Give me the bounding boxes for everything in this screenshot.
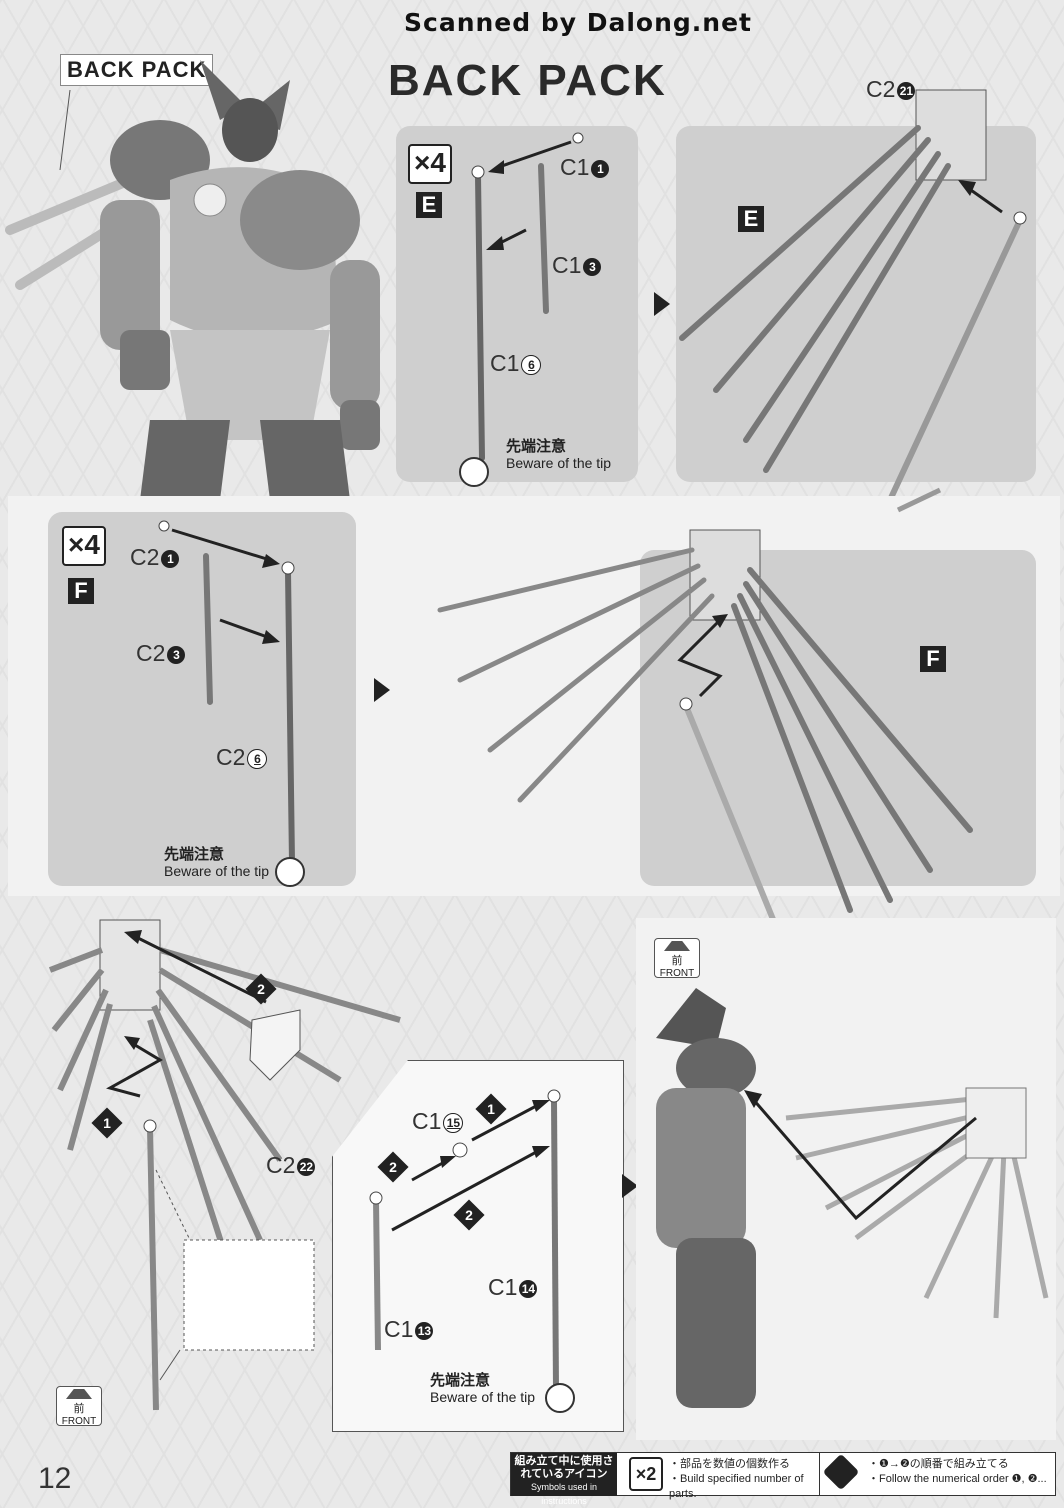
callout-label: BACK PACK xyxy=(60,54,214,86)
step-f-result-letter: F xyxy=(920,646,946,672)
step-e-parts-diagram xyxy=(459,132,584,487)
final-left-diagram xyxy=(48,919,401,1411)
detail-seq-badge-2b: 2 xyxy=(453,1199,485,1231)
front-arrow-icon xyxy=(66,1389,92,1399)
section-title: BACK PACK xyxy=(388,56,667,105)
step-e-parts-panel xyxy=(396,126,638,482)
legend-order: ・❶→❷の順番で組み立てる・Follow the numerical order… xyxy=(819,1453,1054,1495)
step-f-result-diagram xyxy=(437,487,973,1013)
final-detail-panel xyxy=(332,1060,624,1432)
step-f-parts-diagram xyxy=(158,520,305,887)
final-seq-badge-2: 2 xyxy=(245,973,277,1005)
scan-credit: Scanned by Dalong.net xyxy=(404,8,753,37)
final-detail-diagram xyxy=(369,1089,575,1413)
final-next-arrow xyxy=(622,1174,638,1198)
robot-illustration xyxy=(5,60,380,500)
step-e-quantity-badge: ×4 xyxy=(408,144,452,184)
legend-order-icon xyxy=(822,1453,860,1491)
detail-seq-badge-2a: 2 xyxy=(377,1151,409,1183)
front-arrow-icon xyxy=(664,941,690,951)
step-f-quantity-badge: ×4 xyxy=(62,526,106,566)
step-f-parts-panel xyxy=(48,512,356,886)
step-f-letter: F xyxy=(68,578,94,604)
legend-qty: ×2 ・部品を数値の個数作る・Build specified number of… xyxy=(623,1453,819,1500)
step-e-result-diagram xyxy=(679,89,1027,503)
step-f-next-arrow xyxy=(374,678,390,702)
legend-qty-icon: ×2 xyxy=(629,1457,663,1491)
final-seq-badge-1: 1 xyxy=(91,1107,123,1139)
page-number: 12 xyxy=(38,1462,72,1495)
step-e-result-letter: E xyxy=(738,206,764,232)
step-e-letter: E xyxy=(416,192,442,218)
detail-seq-badge-1: 1 xyxy=(475,1093,507,1125)
final-robot-diagram xyxy=(656,988,1049,1408)
step-e-next-arrow xyxy=(654,292,670,316)
